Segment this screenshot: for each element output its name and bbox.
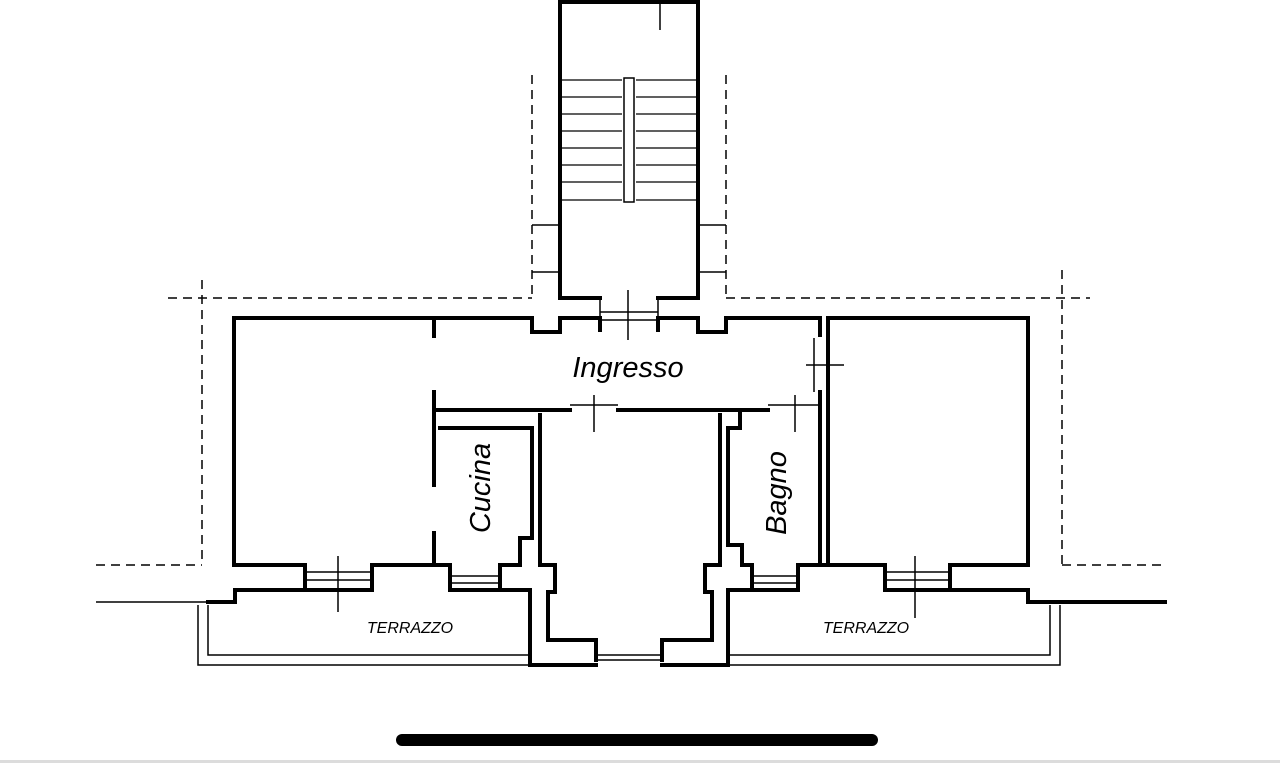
interior-walls — [432, 316, 830, 594]
room-label-ingresso: Ingresso — [572, 352, 683, 384]
home-indicator[interactable] — [396, 734, 878, 746]
stair-steps-left — [562, 79, 622, 201]
stair-steps-right — [636, 79, 696, 201]
entrance-door — [599, 290, 659, 340]
staircase — [558, 0, 700, 300]
interior-doors — [570, 338, 844, 432]
bottom-divider — [0, 760, 1280, 763]
terrace-railing-right — [728, 605, 1061, 666]
room-label-bagno: Bagno — [761, 451, 793, 535]
terrace-railing-left — [96, 601, 530, 666]
front-facade — [303, 563, 952, 667]
exterior-walls — [206, 316, 1167, 604]
room-label-cucina: Cucina — [465, 443, 497, 533]
property-boundary — [96, 75, 1165, 566]
room-label-terrazzo-right: TERRAZZO — [823, 620, 909, 637]
windows — [307, 556, 948, 661]
room-label-terrazzo-left: TERRAZZO — [367, 620, 453, 637]
